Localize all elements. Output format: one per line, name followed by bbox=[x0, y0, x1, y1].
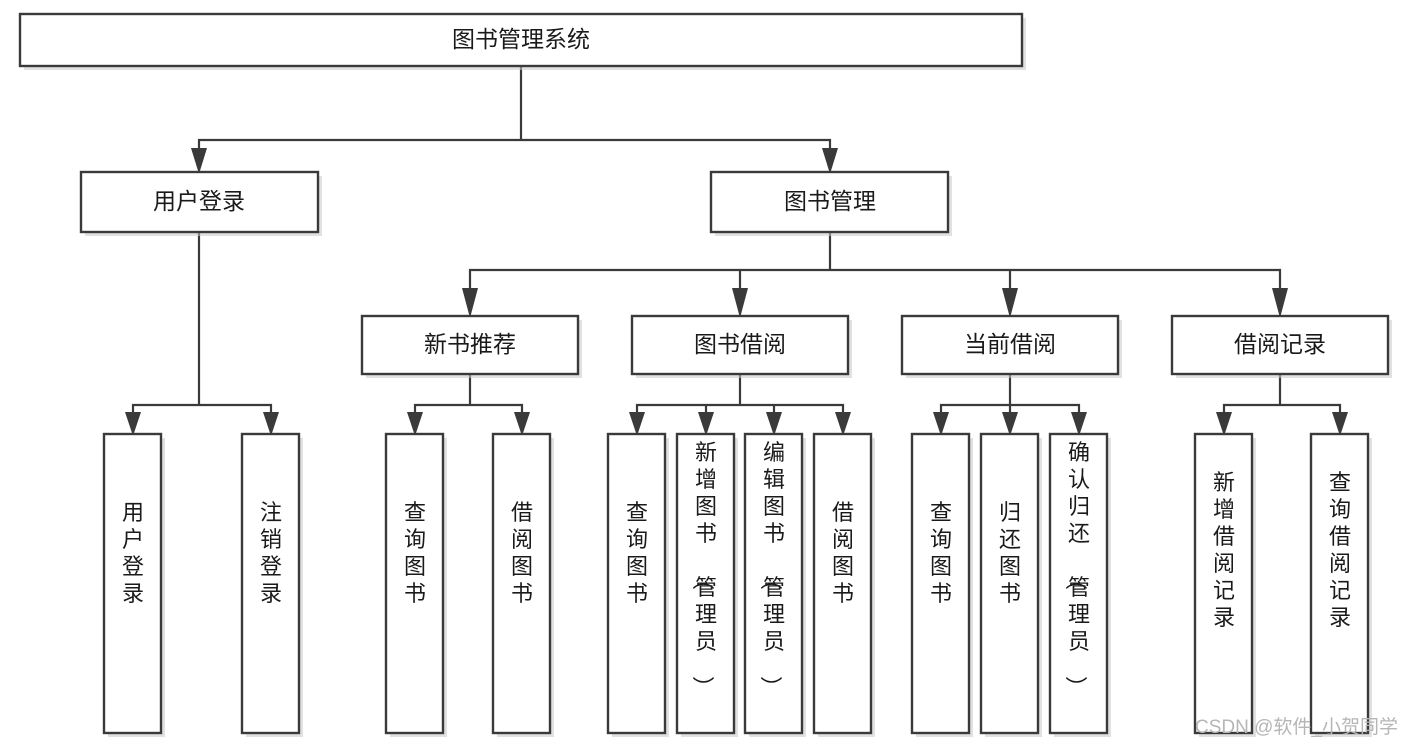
node-book-borrow[interactable]: 图书借阅 bbox=[630, 314, 852, 378]
node-leaf-query-book-2[interactable]: 查询图书 bbox=[606, 432, 669, 737]
arrow-to-leaf-query-book-3 bbox=[933, 412, 949, 436]
arrow-to-leaf-user-login bbox=[125, 412, 141, 436]
user-login-label: 用户登录 bbox=[153, 188, 245, 214]
arrow-to-leaf-add-record bbox=[1216, 412, 1232, 436]
arrow-to-leaf-query-record bbox=[1332, 412, 1348, 436]
arrow-to-borrow-record bbox=[1272, 288, 1288, 318]
current-borrow-label: 当前借阅 bbox=[964, 331, 1056, 357]
leaf-confirm-return-box[interactable] bbox=[1048, 432, 1109, 735]
leaf-borrow-book-2-box[interactable] bbox=[812, 432, 873, 735]
leaf-user-logout-box[interactable] bbox=[240, 432, 301, 735]
node-book-management[interactable]: 图书管理 bbox=[709, 170, 952, 236]
book-management-box[interactable] bbox=[709, 170, 950, 234]
node-leaf-edit-book[interactable]: 编辑图书（管理员） bbox=[743, 432, 806, 737]
arrow-to-leaf-query-book-2 bbox=[629, 412, 645, 436]
arrow-to-new-book-recommend bbox=[462, 288, 478, 318]
user-login-box[interactable] bbox=[79, 170, 320, 234]
connector-bookborrow-trunk bbox=[635, 372, 845, 418]
node-user-login[interactable]: 用户登录 bbox=[79, 170, 322, 236]
arrow-to-user-login bbox=[191, 148, 207, 174]
book-borrow-box[interactable] bbox=[630, 314, 850, 376]
leaf-confirm-return-label: 确认归还（管理员） bbox=[1063, 440, 1090, 698]
root-label: 图书管理系统 bbox=[452, 26, 590, 52]
arrow-to-leaf-confirm-return bbox=[1071, 412, 1087, 436]
node-root[interactable]: 图书管理系统 bbox=[18, 12, 1026, 70]
book-borrow-label: 图书借阅 bbox=[694, 331, 786, 357]
arrow-to-leaf-query-book-1 bbox=[407, 412, 423, 436]
leaf-query-book-1-box[interactable] bbox=[384, 432, 445, 735]
node-leaf-add-record[interactable]: 新增借阅记录 bbox=[1193, 432, 1256, 737]
leaf-add-book-box[interactable] bbox=[675, 432, 736, 735]
leaf-borrow-book-2-label: 借阅图书 bbox=[832, 500, 854, 606]
leaf-query-book-3-box[interactable] bbox=[910, 432, 971, 735]
leaf-borrow-book-1-box[interactable] bbox=[491, 432, 552, 735]
borrow-record-box[interactable] bbox=[1170, 314, 1390, 376]
connector-newbook-trunk bbox=[413, 372, 524, 418]
node-leaf-query-book-3[interactable]: 查询图书 bbox=[910, 432, 973, 737]
leaf-layer: 用户登录 注销登录 查询图书 借阅图书 查询图书 bbox=[102, 432, 1372, 737]
leaf-query-record-label: 查询借阅记录 bbox=[1329, 470, 1351, 630]
node-leaf-user-login[interactable]: 用户登录 bbox=[102, 432, 165, 737]
leaf-add-book-label: 新增图书（管理员） bbox=[690, 440, 717, 698]
node-leaf-return-book[interactable]: 归还图书 bbox=[979, 432, 1042, 737]
node-leaf-borrow-book-2[interactable]: 借阅图书 bbox=[812, 432, 875, 737]
arrow-to-book-management bbox=[822, 148, 838, 174]
arrow-to-book-borrow bbox=[732, 288, 748, 318]
connector-currentborrow-trunk bbox=[939, 372, 1081, 418]
connector-layer bbox=[125, 64, 1348, 436]
leaf-user-login-label: 用户登录 bbox=[122, 500, 144, 606]
new-book-recommend-label: 新书推荐 bbox=[424, 331, 516, 357]
arrow-to-leaf-add-book bbox=[698, 412, 714, 436]
leaf-query-book-2-box[interactable] bbox=[606, 432, 667, 735]
leaf-query-book-1-label: 查询图书 bbox=[404, 500, 426, 606]
node-leaf-borrow-book-1[interactable]: 借阅图书 bbox=[491, 432, 554, 737]
node-current-borrow[interactable]: 当前借阅 bbox=[900, 314, 1122, 378]
node-leaf-add-book[interactable]: 新增图书（管理员） bbox=[675, 432, 738, 737]
node-leaf-confirm-return[interactable]: 确认归还（管理员） bbox=[1048, 432, 1111, 737]
node-leaf-user-logout[interactable]: 注销登录 bbox=[240, 432, 303, 737]
book-management-label: 图书管理 bbox=[784, 188, 876, 214]
leaf-add-record-label: 新增借阅记录 bbox=[1213, 470, 1235, 630]
node-leaf-query-book-1[interactable]: 查询图书 bbox=[384, 432, 447, 737]
new-book-recommend-box[interactable] bbox=[360, 314, 580, 376]
leaf-edit-book-label: 编辑图书（管理员） bbox=[758, 440, 785, 698]
node-borrow-record[interactable]: 借阅记录 bbox=[1170, 314, 1392, 378]
current-borrow-box[interactable] bbox=[900, 314, 1120, 376]
leaf-borrow-book-1-label: 借阅图书 bbox=[511, 500, 533, 606]
leaf-add-record-box[interactable] bbox=[1193, 432, 1254, 735]
leaf-return-book-label: 归还图书 bbox=[999, 500, 1021, 606]
leaf-user-logout-label: 注销登录 bbox=[260, 500, 282, 606]
arrow-to-leaf-edit-book bbox=[766, 412, 782, 436]
leaf-edit-book-box[interactable] bbox=[743, 432, 804, 735]
node-new-book-recommend[interactable]: 新书推荐 bbox=[360, 314, 582, 378]
leaf-query-book-3-label: 查询图书 bbox=[930, 500, 952, 606]
leaf-return-book-box[interactable] bbox=[979, 432, 1040, 735]
arrow-to-leaf-borrow-book-2 bbox=[835, 412, 851, 436]
leaf-query-record-box[interactable] bbox=[1309, 432, 1370, 735]
connector-userlogin-trunk bbox=[131, 230, 273, 418]
borrow-record-label: 借阅记录 bbox=[1234, 331, 1326, 357]
connector-root-trunk bbox=[197, 64, 832, 162]
leaf-user-login-box[interactable] bbox=[102, 432, 163, 735]
csdn-watermark: CSDN @软件_小贺同学 bbox=[1195, 716, 1398, 738]
arrow-to-current-borrow bbox=[1002, 288, 1018, 318]
leaf-query-book-2-label: 查询图书 bbox=[626, 500, 648, 606]
connector-borrowrecord-trunk bbox=[1222, 372, 1342, 418]
root-box[interactable] bbox=[18, 12, 1024, 68]
arrow-to-leaf-user-logout bbox=[263, 412, 279, 436]
connector-bookmgmt-trunk bbox=[468, 230, 1282, 294]
arrow-to-leaf-return-book bbox=[1002, 412, 1018, 436]
arrow-to-leaf-borrow-book-1 bbox=[514, 412, 530, 436]
node-leaf-query-record[interactable]: 查询借阅记录 bbox=[1309, 432, 1372, 737]
